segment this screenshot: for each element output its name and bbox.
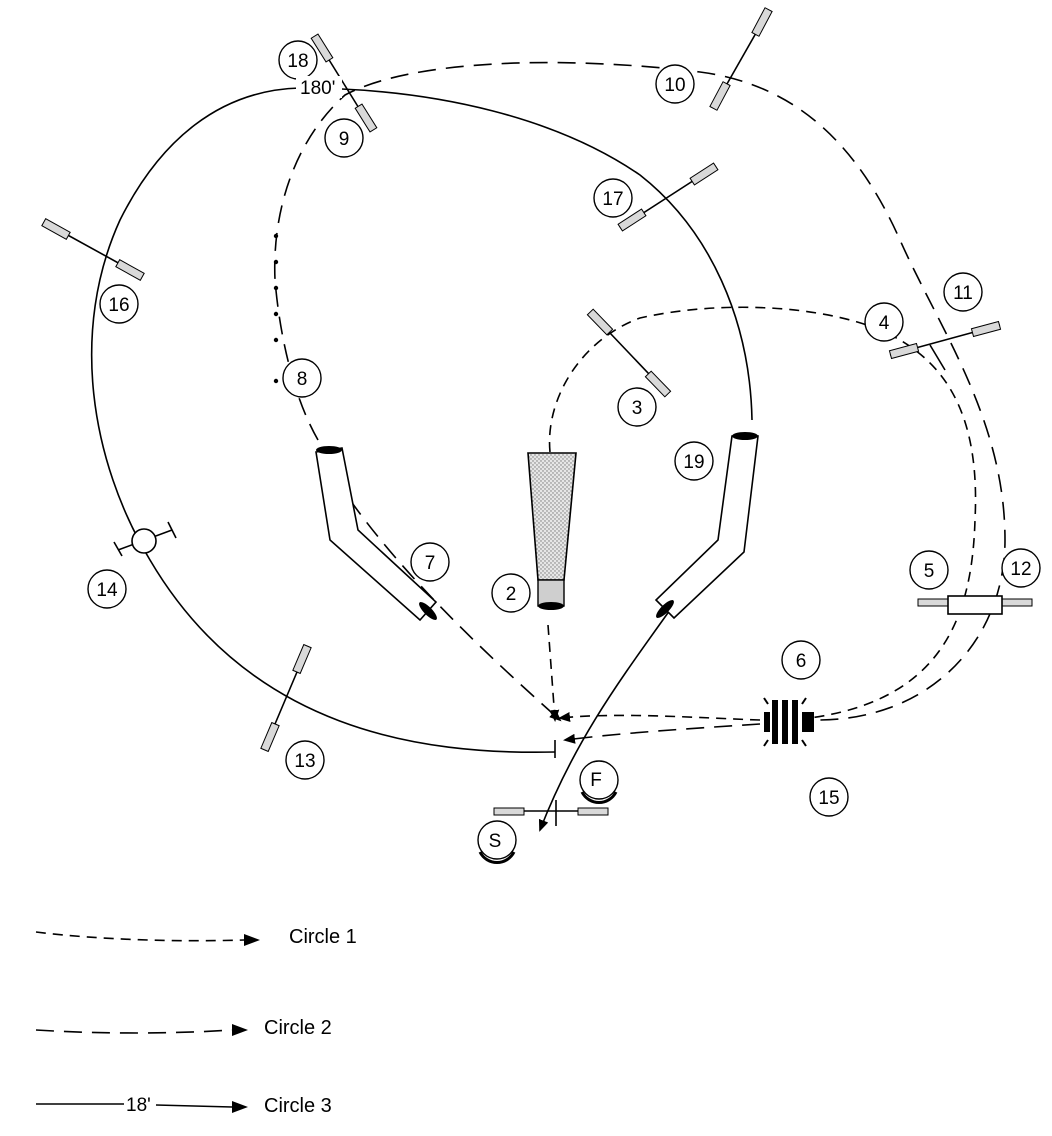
svg-text:13: 13 <box>294 751 315 772</box>
tunnel-19 <box>654 432 759 620</box>
number-labels: 18 9 10 17 16 11 4 8 3 19 7 2 14 5 12 6 … <box>87 40 1041 817</box>
legend-circle3-label: Circle 3 <box>264 1095 332 1117</box>
jump-11 <box>888 320 1002 371</box>
legend-circle1-label: Circle 1 <box>289 926 357 948</box>
tunnel-7 <box>315 446 438 622</box>
svg-text:3: 3 <box>632 398 643 419</box>
svg-text:5: 5 <box>924 561 935 582</box>
svg-text:6: 6 <box>796 651 807 672</box>
legend-circle2-label: Circle 2 <box>264 1017 332 1039</box>
svg-text:17: 17 <box>602 189 623 210</box>
svg-text:14: 14 <box>96 580 118 601</box>
number-19: 19 <box>674 441 714 481</box>
legend-circle2: Circle 2 <box>35 1017 332 1039</box>
circle2-path-a <box>273 61 1006 721</box>
circle1-path-c <box>558 712 761 722</box>
legend: Circle 1 Circle 2 18' Circle 3 <box>35 926 357 1117</box>
legend-circle3: 18' Circle 3 <box>36 1095 332 1117</box>
number-16: 16 <box>99 284 139 324</box>
jump-3 <box>586 308 672 398</box>
number-14: 13 <box>285 740 325 780</box>
number-4: 4 <box>864 302 904 342</box>
number-6: 6 <box>781 640 821 680</box>
svg-text:16: 16 <box>108 295 129 316</box>
tire-15 <box>113 521 177 557</box>
circle3-path <box>90 87 753 754</box>
distance-label: 180' <box>300 78 335 99</box>
number-13: 15 <box>809 777 849 817</box>
circle1-path-b <box>547 624 560 722</box>
circle2-path-b <box>349 499 562 722</box>
number-5: 5 <box>909 550 949 590</box>
svg-text:11: 11 <box>953 283 973 304</box>
jump-14 <box>260 643 312 753</box>
legend-circle1: Circle 1 <box>35 926 357 948</box>
jump-10 <box>709 7 773 111</box>
number-2: 2 <box>491 573 531 613</box>
number-8: 8 <box>282 358 322 398</box>
number-11: 11 <box>943 272 983 312</box>
number-3: 3 <box>617 387 657 427</box>
number-7: 7 <box>410 542 450 582</box>
svg-text:F: F <box>590 770 602 791</box>
table-5-12 <box>917 595 1033 615</box>
svg-text:9: 9 <box>339 129 350 150</box>
number-17: 18 <box>278 40 318 80</box>
circle1-path-a <box>548 306 977 719</box>
finish-marker: F <box>579 760 619 805</box>
chute-2 <box>527 452 577 610</box>
pause-box-6-13 <box>763 697 814 747</box>
number-9: 9 <box>324 118 364 158</box>
jump-start <box>493 800 609 826</box>
number-18: 17 <box>593 178 633 218</box>
svg-text:8: 8 <box>297 369 308 390</box>
svg-text:2: 2 <box>506 584 517 605</box>
number-12: 12 <box>1001 548 1041 588</box>
svg-text:12: 12 <box>1010 559 1031 580</box>
jump-18 <box>617 162 719 232</box>
svg-text:15: 15 <box>818 788 839 809</box>
circle3-exit-path <box>538 609 671 832</box>
svg-text:4: 4 <box>879 313 890 334</box>
jump-16 <box>41 218 145 281</box>
start-marker: S <box>477 820 517 865</box>
svg-text:S: S <box>489 831 502 852</box>
number-10: 10 <box>655 64 695 104</box>
legend-distance-label: 18' <box>126 1095 151 1116</box>
svg-text:10: 10 <box>664 75 685 96</box>
jump-17 <box>310 33 378 133</box>
svg-text:19: 19 <box>683 452 704 473</box>
circle2-path-c <box>563 723 761 744</box>
svg-text:18: 18 <box>287 51 308 72</box>
dotted-segment <box>273 233 279 384</box>
number-15: 14 <box>87 569 127 609</box>
svg-text:7: 7 <box>425 553 436 574</box>
